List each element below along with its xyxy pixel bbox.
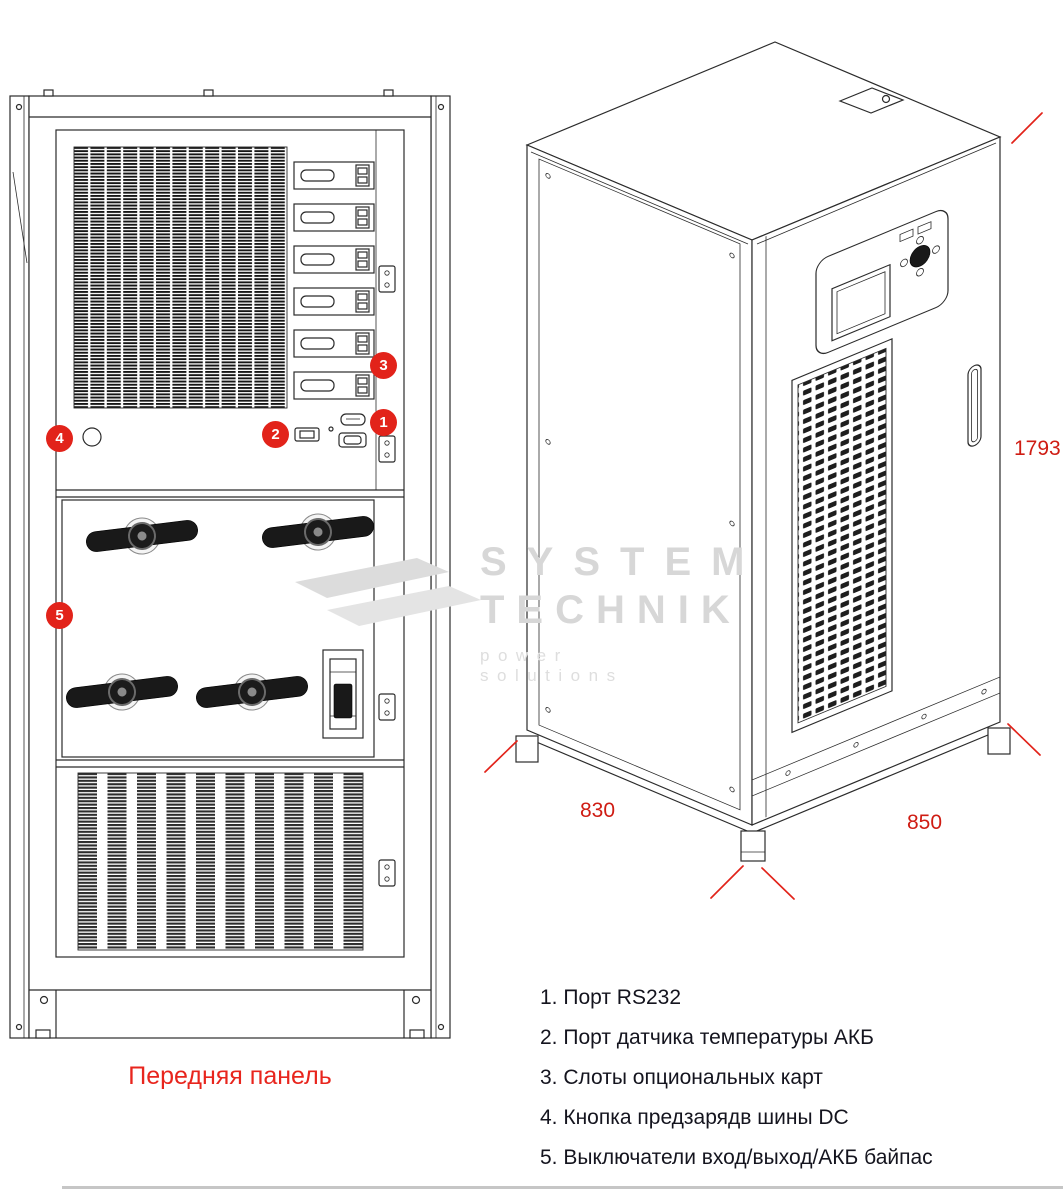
callout-3: 3 (370, 352, 397, 379)
legend-item: 3. Слоты опциональных карт (540, 1066, 823, 1089)
dimension-depth-label: 830 (580, 799, 616, 822)
display (831, 263, 891, 342)
callout-2: 2 (262, 421, 289, 448)
dc-precharge-button (82, 427, 102, 447)
option-card-slot (293, 161, 375, 190)
dimension-height-label: 1793 (1014, 437, 1061, 460)
right-rail (430, 95, 451, 1039)
hinge (378, 435, 396, 463)
battery-temp-sensor-port (294, 427, 320, 442)
callout-1: 1 (370, 409, 397, 436)
cabinet-3d-drawing (515, 41, 1011, 862)
control-panel (815, 209, 949, 355)
dimension-width-label: 850 (907, 811, 943, 834)
callout-5: 5 (46, 602, 73, 629)
hinge (378, 265, 396, 293)
page-divider (62, 1186, 1063, 1189)
cable-entry-plate (838, 87, 905, 114)
option-card-slot (293, 371, 375, 400)
nav-button (909, 245, 931, 268)
callout-4: 4 (46, 425, 73, 452)
front-panel-drawing (9, 89, 451, 1039)
dimension-ticks (484, 112, 1043, 900)
hinge (378, 859, 396, 887)
option-card-slot (293, 245, 375, 274)
cabinet-feet (515, 727, 1011, 862)
rail-bracket (12, 171, 28, 264)
option-card-slot (293, 203, 375, 232)
option-card-slot (293, 329, 375, 358)
legend-item: 5. Выключатели вход/выход/АКБ байпас (540, 1146, 933, 1169)
legend-item: 2. Порт датчика температуры АКБ (540, 1026, 874, 1049)
cabinet-base (29, 989, 431, 1039)
front-panel-caption: Передняя панель (128, 1062, 332, 1090)
side-ventilation-grille (791, 337, 893, 734)
legend: 1. Порт RS232 2. Порт датчика температур… (540, 978, 933, 1178)
left-face (526, 144, 753, 826)
left-face-panel (538, 158, 741, 811)
rs232-port (338, 413, 367, 448)
legend-item: 1. Порт RS232 (540, 986, 682, 1009)
option-card-slot (293, 287, 375, 316)
ventilation-grille-bottom (77, 772, 364, 951)
left-rail (9, 95, 30, 1039)
right-face-panel (752, 209, 1000, 818)
bypass-breaker (322, 649, 364, 739)
legend-item: 4. Кнопка предзарядв шины DC (540, 1106, 849, 1129)
hinge (378, 693, 396, 721)
ventilation-grille-top (73, 146, 288, 409)
door-handle (967, 364, 982, 447)
indicator-dot (328, 426, 334, 432)
